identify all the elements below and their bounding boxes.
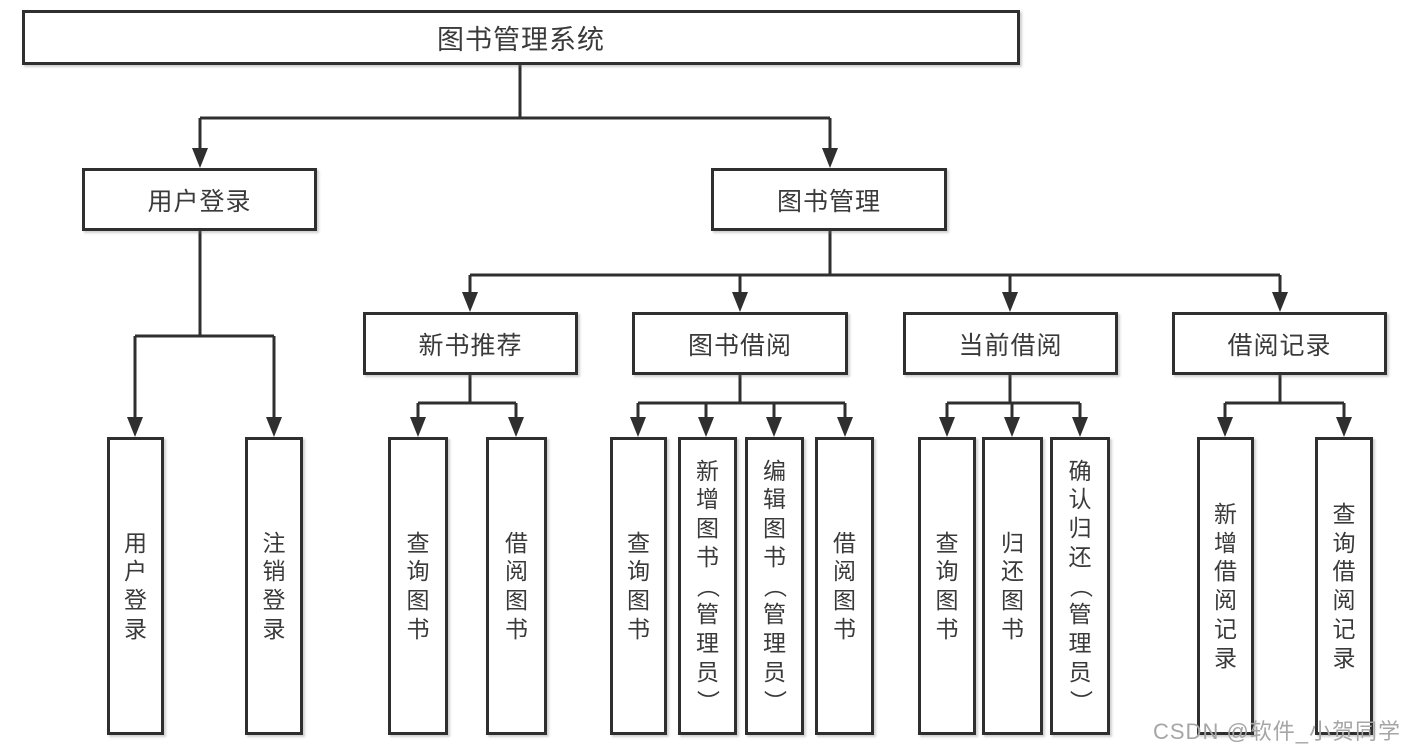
node-book-borrowing: 图书借阅 (632, 312, 848, 375)
node-new-book-recommendation: 新书推荐 (363, 312, 578, 375)
node-label: 注销登录 (262, 529, 286, 642)
node-label: 借阅图书 (505, 529, 528, 642)
node-current-borrowing: 当前借阅 (903, 312, 1118, 375)
node-book-management: 图书管理 (711, 168, 947, 231)
node-user-login: 用户登录 (82, 168, 317, 231)
leaf-add-books-admin: 新增图书（管理员） (678, 437, 737, 735)
leaf-query-books-current: 查询图书 (918, 437, 976, 735)
node-label: 用户登录 (147, 187, 252, 216)
node-label: 图书管理系统 (437, 25, 605, 55)
arrowheads (127, 148, 1352, 437)
node-label: 新增图书（管理员） (694, 457, 721, 713)
leaf-logout: 注销登录 (245, 437, 303, 735)
node-label: 图书借阅 (687, 331, 792, 360)
node-label: 查询图书 (935, 529, 959, 642)
node-borrowing-records: 借阅记录 (1172, 312, 1387, 375)
node-label: 图书管理 (776, 187, 881, 216)
node-label: 查询图书 (406, 529, 430, 642)
node-label: 借阅图书 (833, 529, 856, 642)
leaf-confirm-return-admin: 确认归还（管理员） (1050, 437, 1110, 735)
node-label: 用户登录 (124, 529, 147, 642)
leaf-add-borrow-record: 新增借阅记录 (1197, 437, 1254, 735)
leaf-edit-books-admin: 编辑图书（管理员） (745, 437, 804, 735)
leaf-query-borrow-record: 查询借阅记录 (1315, 437, 1373, 735)
leaf-query-books-borrowing: 查询图书 (610, 437, 667, 735)
leaf-return-books: 归还图书 (982, 437, 1043, 735)
node-label: 查询图书 (627, 529, 650, 642)
node-label: 借阅记录 (1227, 331, 1332, 360)
node-label: 查询借阅记录 (1332, 500, 1356, 671)
node-label: 新书推荐 (418, 331, 523, 360)
leaf-borrow-books-recommend: 借阅图书 (486, 437, 547, 735)
watermark: CSDN @软件_小贺同学 (1153, 719, 1402, 744)
leaf-user-login: 用户登录 (107, 437, 164, 735)
node-label: 当前借阅 (958, 331, 1063, 360)
node-label: 确认归还（管理员） (1067, 457, 1094, 713)
node-label: 编辑图书（管理员） (761, 457, 788, 713)
leaf-borrow-books: 借阅图书 (815, 437, 874, 735)
node-library-management-system: 图书管理系统 (22, 10, 1020, 65)
node-label: 归还图书 (1001, 529, 1024, 642)
node-label: 新增借阅记录 (1214, 500, 1237, 671)
leaf-query-books-recommend: 查询图书 (388, 437, 448, 735)
